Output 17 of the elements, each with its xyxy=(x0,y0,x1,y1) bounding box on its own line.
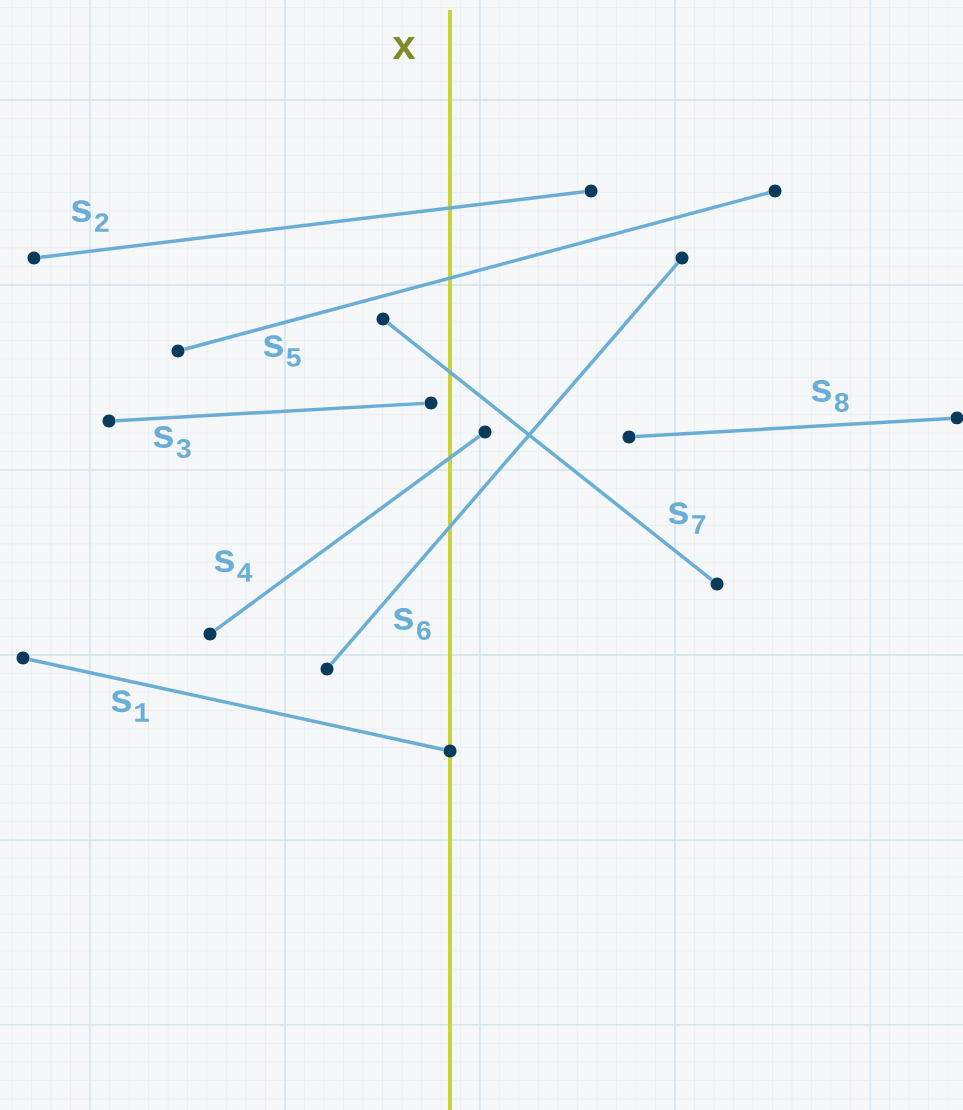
line-segment xyxy=(115,401,425,423)
sweep-line-label: x xyxy=(392,36,416,60)
line-segment xyxy=(214,434,481,632)
line-segment xyxy=(40,190,585,259)
line-segment xyxy=(184,191,769,351)
line-segment xyxy=(29,657,444,752)
segment-label: s$_{3}$ xyxy=(153,426,191,458)
segment-label: s$_{7}$ xyxy=(668,502,706,534)
segment-label: s$_{6}$ xyxy=(393,608,431,640)
line-segment xyxy=(387,321,713,582)
segment-label: s$_{5}$ xyxy=(263,335,301,367)
segment-label: s$_{1}$ xyxy=(111,690,149,722)
line-segment xyxy=(330,261,679,666)
segment-label: s$_{2}$ xyxy=(71,200,109,232)
segment-label: s$_{4}$ xyxy=(214,550,253,582)
line-segment xyxy=(635,416,951,439)
segment-label: s$_{8}$ xyxy=(811,380,849,412)
